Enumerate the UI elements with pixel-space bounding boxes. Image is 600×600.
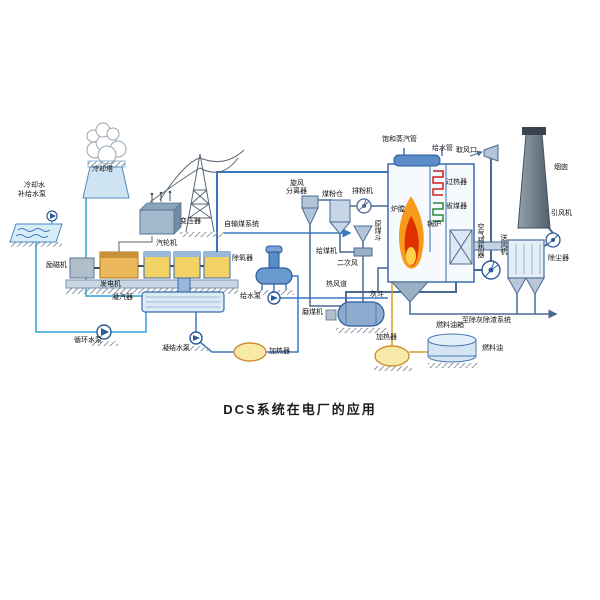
label-turbine: 汽轮机 xyxy=(156,240,177,247)
label-boiler: 锅炉 xyxy=(427,221,441,228)
label-separator-1: 旋风 xyxy=(290,180,304,187)
label-air-preheater: 空气预热器 xyxy=(477,223,484,258)
coal-mill xyxy=(325,301,385,327)
condensate-pump xyxy=(189,331,203,345)
label-exhaust-fan: 排粉机 xyxy=(352,188,373,195)
exciter xyxy=(69,257,100,279)
label-cooling-tower: 冷却塔 xyxy=(92,166,113,173)
lp-heater xyxy=(233,342,267,362)
label-condensate-pump: 凝结水泵 xyxy=(162,345,190,352)
condenser xyxy=(141,277,225,313)
bunker-discharge-pipe xyxy=(339,234,354,253)
cyclone-separator xyxy=(301,195,319,227)
label-separator-2: 分离器 xyxy=(286,188,307,195)
label-fd-fan: 送风机 xyxy=(500,234,507,255)
label-cooling-water-1: 冷却水 xyxy=(24,182,45,189)
air-intake-horn xyxy=(483,144,499,162)
deaerator xyxy=(255,245,293,290)
cooling-tower xyxy=(82,122,130,199)
ash-main-pipe xyxy=(409,302,558,319)
label-saturated-steam: 饱和蒸汽管 xyxy=(382,136,417,143)
label-exciter: 励磁机 xyxy=(46,262,67,269)
label-generator: 发电机 xyxy=(100,281,121,288)
condensate-pipe-2 xyxy=(199,341,234,353)
dust-collector xyxy=(507,239,545,296)
label-fuel-oil-tank: 燃料油箱 xyxy=(436,322,464,329)
generator-cable xyxy=(118,236,153,254)
steam-cloud xyxy=(86,122,127,165)
oil-heater xyxy=(374,345,410,367)
label-condenser: 凝汽器 xyxy=(112,294,133,301)
label-raw-coal-hopper: 原煤斗 xyxy=(374,220,381,241)
superheater-coil xyxy=(432,170,444,196)
label-circulating-pump: 循环水泵 xyxy=(74,337,102,344)
label-cooling-water-2: 补给水泵 xyxy=(18,191,46,198)
label-fuel-oil: 燃料油 xyxy=(482,345,503,352)
id-fan xyxy=(545,232,561,248)
chimney xyxy=(517,127,551,229)
cooling-return-pipe xyxy=(85,198,142,297)
transmission-tower xyxy=(149,149,245,233)
feed-pump xyxy=(267,291,281,305)
turbine-platform xyxy=(65,279,239,289)
label-dust-collector: 除尘器 xyxy=(548,255,569,262)
circulating-pump xyxy=(96,324,112,340)
label-economizer: 省煤器 xyxy=(446,203,467,210)
cooling-supply-pipe xyxy=(35,242,97,333)
boiler xyxy=(387,154,475,303)
coal-feeder xyxy=(353,247,373,257)
coal-bunker xyxy=(328,199,352,235)
raw-coal-hopper xyxy=(353,225,373,244)
intake-arrow xyxy=(469,150,483,157)
label-secondary-air: 二次风 xyxy=(337,260,358,267)
label-coal-mill: 磨煤机 xyxy=(302,309,323,316)
condensate-pipe-3 xyxy=(266,275,299,353)
furnace-flame xyxy=(399,196,424,269)
cooling-pipe-2 xyxy=(111,312,147,333)
economizer-coil xyxy=(432,202,444,222)
label-ash-system: 至除灰除渣系统 xyxy=(462,317,511,324)
label-superheater: 过热器 xyxy=(446,179,467,186)
label-coal-supply: 自输煤系统 xyxy=(224,221,259,228)
label-furnace: 炉膛 xyxy=(391,206,405,213)
furnace-ash-hopper xyxy=(390,281,430,303)
label-ash-hopper: 灰斗 xyxy=(370,291,384,298)
label-id-fan: 引风机 xyxy=(551,210,572,217)
label-deaerator: 除氧器 xyxy=(232,255,253,262)
label-feed-water-pipe: 给水管 xyxy=(432,145,453,152)
mill-to-cyclone-pipe xyxy=(309,225,342,307)
label-air-intake: 取风口 xyxy=(456,147,477,154)
label-transformer: 变压器 xyxy=(180,218,201,225)
water-source xyxy=(9,223,63,243)
label-coal-feeder: 给煤机 xyxy=(316,248,337,255)
makeup-pump xyxy=(46,210,58,222)
steam-turbine xyxy=(138,251,231,279)
label-oil-heater: 加热器 xyxy=(376,334,397,341)
fd-fan xyxy=(481,260,501,280)
transformer xyxy=(139,190,182,235)
exhaust-fan xyxy=(356,198,372,214)
label-hot-air-duct: 热风道 xyxy=(326,281,347,288)
label-coal-bunker: 煤粉仓 xyxy=(322,191,343,198)
generator xyxy=(99,251,139,279)
label-chimney: 烟囱 xyxy=(554,164,568,171)
label-feed-pump: 给水泵 xyxy=(240,293,261,300)
diagram-title: DCS系统在电厂的应用 xyxy=(223,402,377,417)
steam-drum xyxy=(393,154,441,167)
label-lp-heater: 加热器 xyxy=(269,348,290,355)
fuel-oil-tank xyxy=(427,333,477,363)
